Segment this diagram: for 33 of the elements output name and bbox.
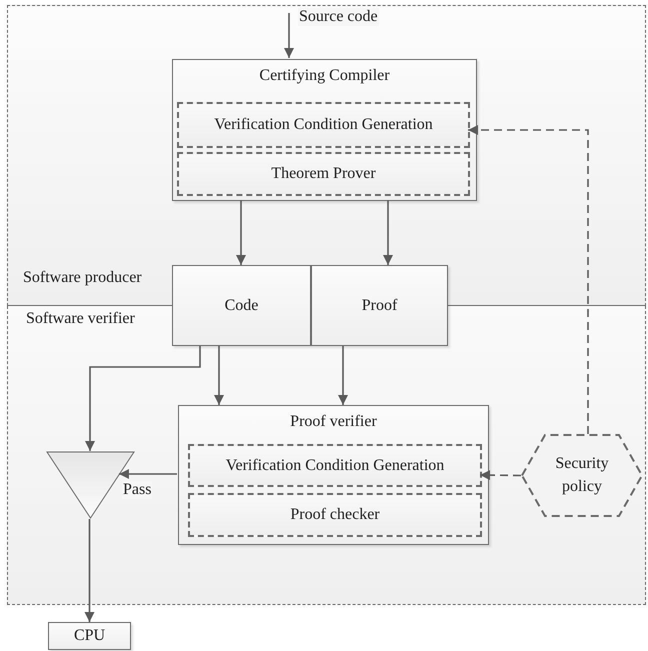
box-label: Proof — [362, 296, 398, 314]
module-label: Proof checker — [290, 506, 380, 524]
module-box — [177, 102, 470, 148]
process-box — [172, 265, 311, 346]
box-title: Certifying Compiler — [258, 67, 391, 85]
region-label: Software producer — [23, 269, 142, 287]
module-label: Verification Condition Generation — [214, 116, 433, 134]
process-box — [178, 405, 489, 545]
arrow — [118, 469, 177, 479]
box-label: CPU — [74, 627, 106, 645]
arrow — [84, 519, 94, 622]
edge-label: Source code — [298, 8, 379, 26]
arrow — [214, 346, 224, 405]
arrow — [383, 200, 393, 265]
module-box — [188, 493, 482, 537]
arrow — [338, 346, 348, 405]
module-label: Theorem Prover — [271, 165, 376, 183]
arrow — [284, 13, 294, 58]
module-box — [188, 444, 482, 487]
edge-label: Pass — [122, 481, 152, 499]
process-box — [172, 59, 477, 201]
dashed-arrow — [468, 125, 589, 434]
arrow — [236, 200, 246, 265]
process-box — [48, 622, 131, 650]
box-label: Code — [224, 296, 258, 314]
arrow — [85, 346, 201, 451]
box-title: Proof verifier — [289, 413, 378, 431]
module-label: Verification Condition Generation — [226, 456, 444, 474]
hexagon-label: Security policy — [554, 454, 610, 496]
module-box — [177, 152, 470, 196]
dashed-arrow — [480, 470, 522, 480]
process-box — [311, 265, 448, 346]
region-label: Software verifier — [26, 310, 135, 328]
